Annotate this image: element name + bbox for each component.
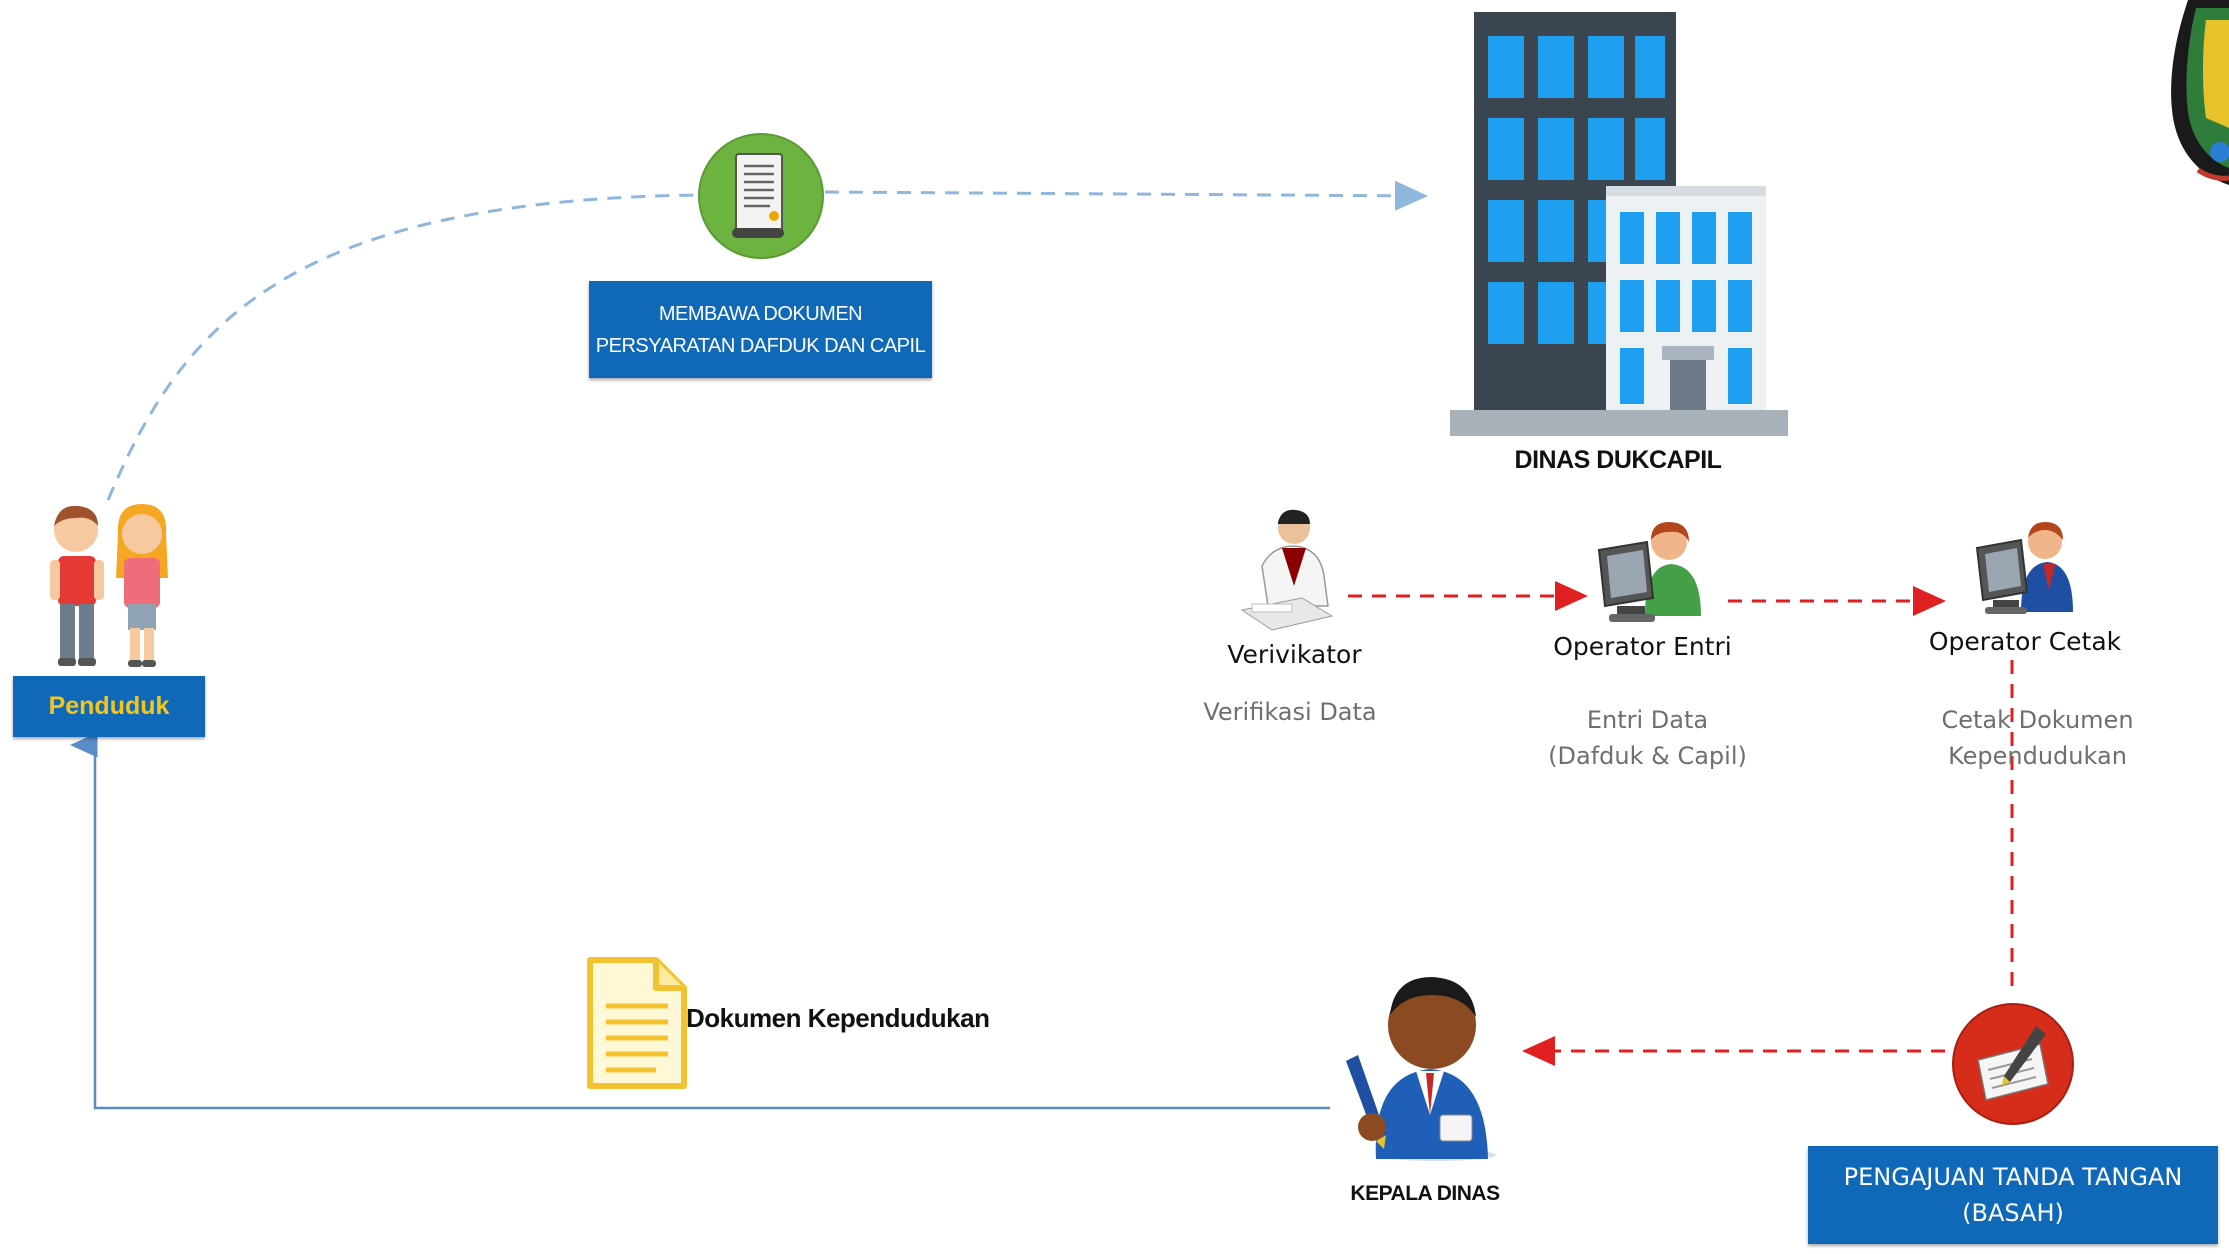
print-operator-name: Operator Cetak (1928, 627, 2122, 656)
citizen-label-box: Penduduk (13, 676, 205, 737)
signature-pen-icon (1952, 1003, 2074, 1125)
print-operator-task-line-1: Cetak Dokumen (1941, 706, 2134, 734)
entry-operator-task-line-2: (Dafduk & Capil) (1548, 742, 1747, 770)
step-label-line-1: MEMBAWA DOKUMEN (658, 302, 863, 325)
signing-label-line-1: PENGAJUAN TANDA TANGAN (1843, 1163, 2183, 1191)
flow-line-citizen-to-document (106, 193, 701, 501)
citizen-label: Penduduk (48, 692, 170, 720)
population-document-icon (587, 957, 687, 1089)
signing-label-line-2: (BASAH) (1962, 1199, 2064, 1227)
verifier-icon (1240, 509, 1334, 631)
entry-operator-icon (1597, 522, 1701, 622)
flow-line-head-to-citizen (70, 732, 1330, 1110)
entry-operator-task-line-1: Entri Data (1586, 706, 1709, 734)
verifier-task: Verifikasi Data (1203, 698, 1377, 726)
print-operator-task-line-2: Kependudukan (1948, 742, 2127, 770)
scroll-document-icon (698, 133, 824, 259)
regional-emblem-icon (2171, 0, 2229, 185)
office-building-icon (1450, 12, 1788, 436)
head-of-office-icon (1346, 977, 1496, 1161)
population-document-label: Dokumen Kependudukan (686, 1003, 990, 1033)
verifier-name: Verivikator (1227, 640, 1362, 669)
signing-label-box: PENGAJUAN TANDA TANGAN (BASAH) (1808, 1146, 2218, 1244)
entry-operator-name: Operator Entri (1553, 632, 1732, 661)
citizens-icon (50, 504, 168, 667)
step-label-line-2: PERSYARATAN DAFDUK DAN CAPIL (595, 334, 926, 357)
flow-line-document-to-office (824, 180, 1428, 211)
head-of-office-label: KEPALA DINAS (1350, 1182, 1500, 1205)
office-label: DINAS DUKCAPIL (1514, 446, 1722, 474)
print-operator-icon (1975, 522, 2073, 614)
step-label-bring-documents: MEMBAWA DOKUMEN PERSYARATAN DAFDUK DAN C… (589, 281, 932, 378)
